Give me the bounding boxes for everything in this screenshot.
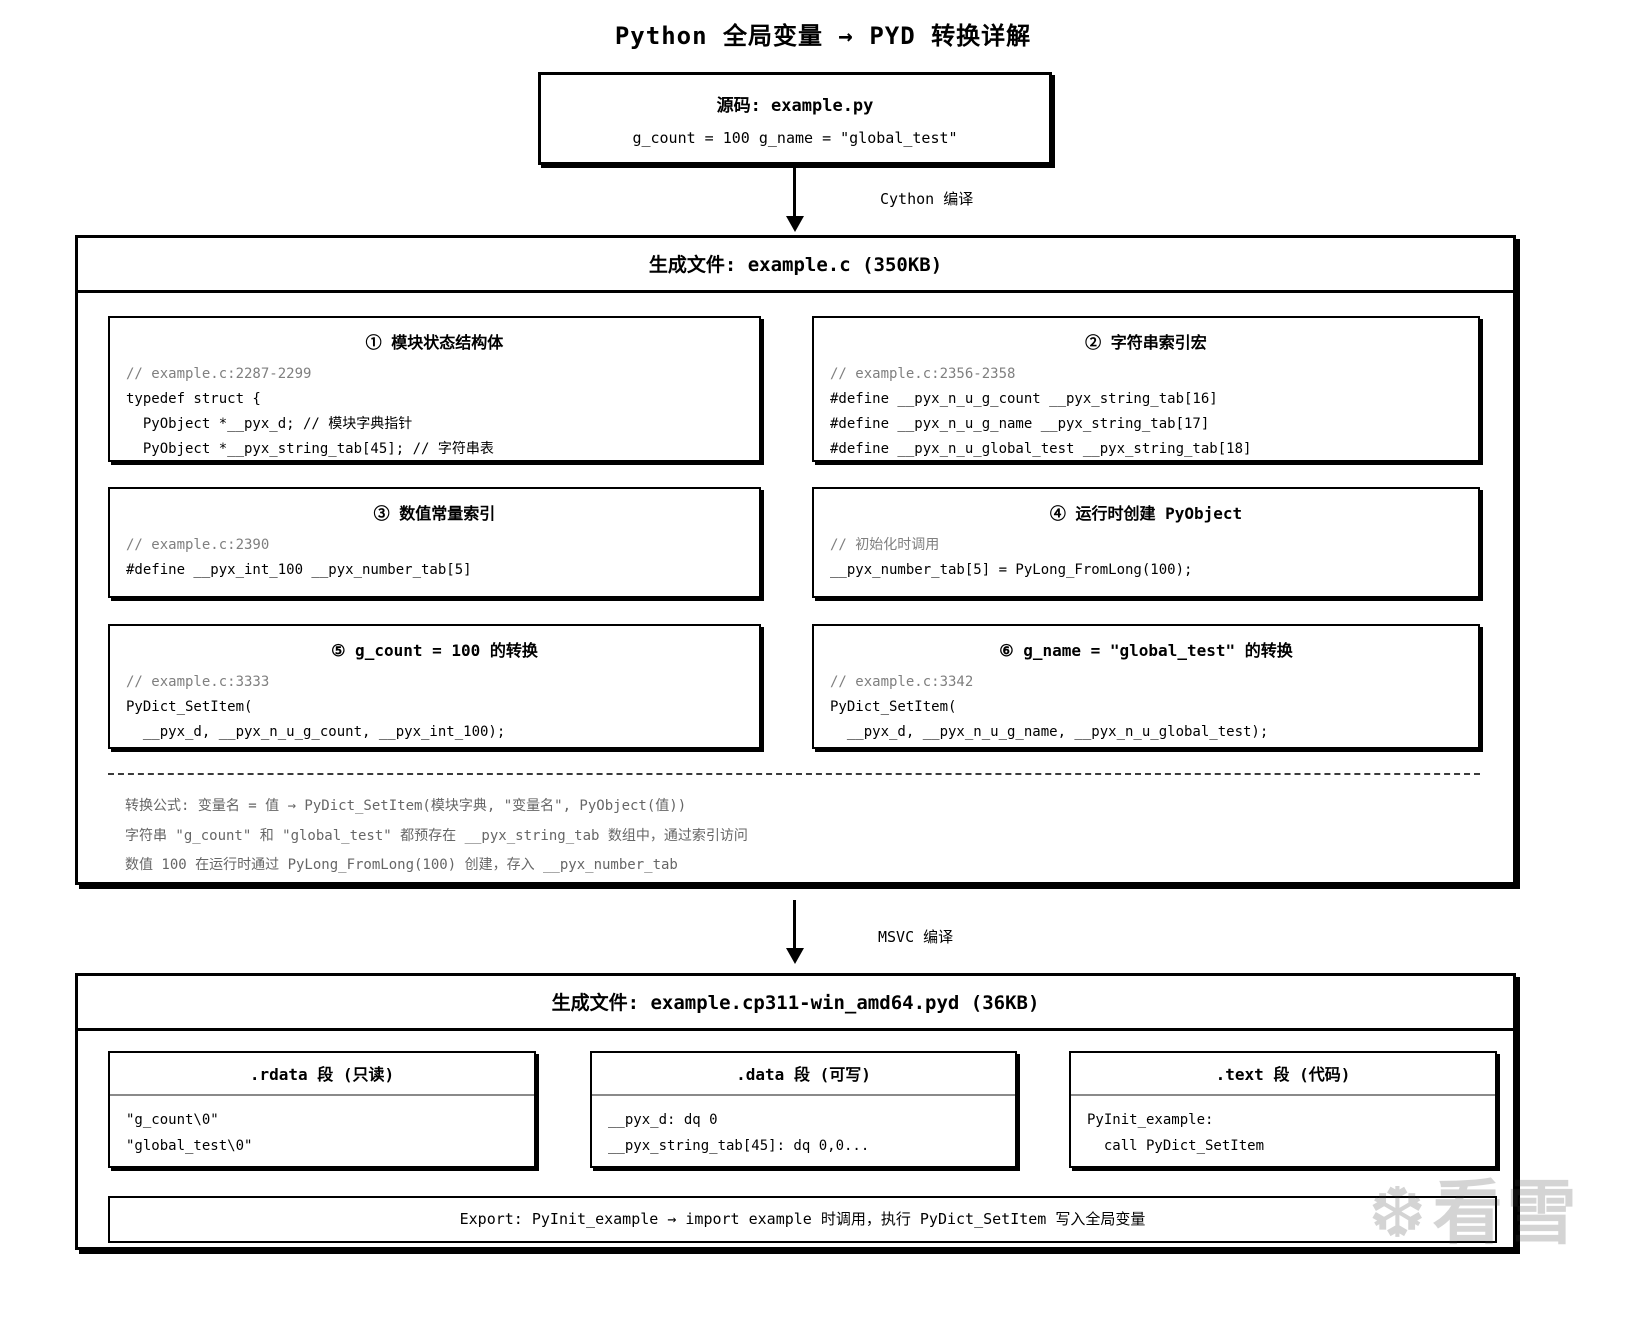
section-title: .rdata 段 (只读) [110,1053,534,1096]
source-box-code: g_count = 100 g_name = "global_test" [632,129,958,147]
source-box-title: 源码: example.py [716,96,874,116]
panel-gname-conversion: ⑥ g_name = "global_test" 的转换 // example.… [812,624,1480,749]
panel-code: // example.c:2356-2358 #define __pyx_n_u_… [830,362,1478,462]
panel-title: ③ 数值常量索引 [373,504,496,523]
note-line: 转换公式: 变量名 = 值 → PyDict_SetItem(模块字典, "变量… [125,798,687,814]
code-line: "g_count\0" [126,1112,219,1128]
code-line: #define __pyx_n_u_global_test __pyx_stri… [830,441,1252,457]
panel-title: ⑥ g_name = "global_test" 的转换 [999,641,1293,660]
code-line: __pyx_d, __pyx_n_u_g_name, __pyx_n_u_glo… [830,724,1269,740]
panel-code: // 初始化时调用 __pyx_number_tab[5] = PyLong_Fr… [830,533,1478,583]
code-line: PyInit_example: [1087,1112,1214,1128]
code-line: #define __pyx_n_u_g_count __pyx_string_t… [830,391,1218,407]
conversion-notes: 转换公式: 变量名 = 值 → PyDict_SetItem(模块字典, "变量… [125,792,748,881]
generated-pyd-file-title: 生成文件: example.cp311-win_amd64.pyd (36KB) [78,976,1513,1031]
note-line: 字符串 "g_count" 和 "global_test" 都预存在 __pyx… [125,827,748,844]
panel-code: // example.c:2390 #define __pyx_int_100 _… [126,533,759,583]
panel-runtime-pyobject: ④ 运行时创建 PyObject // 初始化时调用 __pyx_number_t… [812,487,1480,598]
code-line: PyObject *__pyx_string_tab[45]; // 字符串表 [126,441,494,457]
code-line: typedef struct { [126,391,261,407]
code-line: // example.c:3333 [126,674,270,690]
source-code-box: 源码: example.py g_count = 100 g_name = "g… [538,72,1052,165]
msvc-arrow-label: MSVC 编译 [878,928,954,946]
panel-code: // example.c:2287-2299 typedef struct { P… [126,362,759,462]
code-line: #define __pyx_n_u_g_name __pyx_string_ta… [830,416,1210,432]
panel-module-state-struct: ① 模块状态结构体 // example.c:2287-2299 typedef … [108,316,761,462]
code-line: // example.c:2356-2358 [830,366,1016,382]
code-line: // 初始化时调用 [830,537,940,553]
generated-c-file-title: 生成文件: example.c (350KB) [78,238,1513,293]
code-line: __pyx_d: dq 0 [608,1112,718,1128]
code-line: PyDict_SetItem( [126,699,253,715]
section-code: "g_count\0" "global_test\0" [110,1096,534,1159]
panel-title: ① 模块状态结构体 [365,333,504,352]
msvc-arrow-line [793,900,796,950]
section-code: __pyx_d: dq 0 __pyx_string_tab[45]: dq 0… [592,1096,1015,1159]
code-line: // example.c:3342 [830,674,974,690]
section-text: .text 段 (代码) PyInit_example: call PyDict… [1069,1051,1497,1168]
code-line: PyDict_SetItem( [830,699,957,715]
code-line: call PyDict_SetItem [1087,1138,1265,1154]
code-line: __pyx_d, __pyx_n_u_g_count, __pyx_int_10… [126,724,506,740]
page-title: Python 全局变量 → PYD 转换详解 [614,22,1032,50]
code-line: // example.c:2390 [126,537,270,553]
export-note-box: Export: PyInit_example → import example … [108,1196,1497,1243]
dashed-separator [108,773,1480,775]
panel-number-constant-index: ③ 数值常量索引 // example.c:2390 #define __pyx_… [108,487,761,598]
code-line: __pyx_string_tab[45]: dq 0,0... [608,1138,870,1154]
panel-title: ② 字符串索引宏 [1085,333,1207,352]
cython-arrow-line [793,168,796,218]
section-data: .data 段 (可写) __pyx_d: dq 0 __pyx_string_… [590,1051,1017,1168]
cython-arrow-label: Cython 编译 [880,190,974,208]
panel-string-index-macros: ② 字符串索引宏 // example.c:2356-2358 #define _… [812,316,1480,462]
section-rdata: .rdata 段 (只读) "g_count\0" "global_test\0… [108,1051,536,1168]
section-title: .text 段 (代码) [1071,1053,1495,1096]
section-code: PyInit_example: call PyDict_SetItem [1071,1096,1495,1159]
msvc-arrow-head-icon [786,948,804,964]
panel-title: ⑤ g_count = 100 的转换 [331,641,538,660]
code-line: PyObject *__pyx_d; // 模块字典指针 [126,416,413,432]
code-line: __pyx_number_tab[5] = PyLong_FromLong(10… [830,562,1193,578]
section-title: .data 段 (可写) [592,1053,1015,1096]
cython-arrow-head-icon [786,216,804,232]
code-line: // example.c:2287-2299 [126,366,312,382]
note-line: 数值 100 在运行时通过 PyLong_FromLong(100) 创建，存入… [125,857,678,873]
code-line: "global_test\0" [126,1138,253,1154]
panel-title: ④ 运行时创建 PyObject [1049,504,1243,523]
code-line: #define __pyx_int_100 __pyx_number_tab[5… [126,562,472,578]
